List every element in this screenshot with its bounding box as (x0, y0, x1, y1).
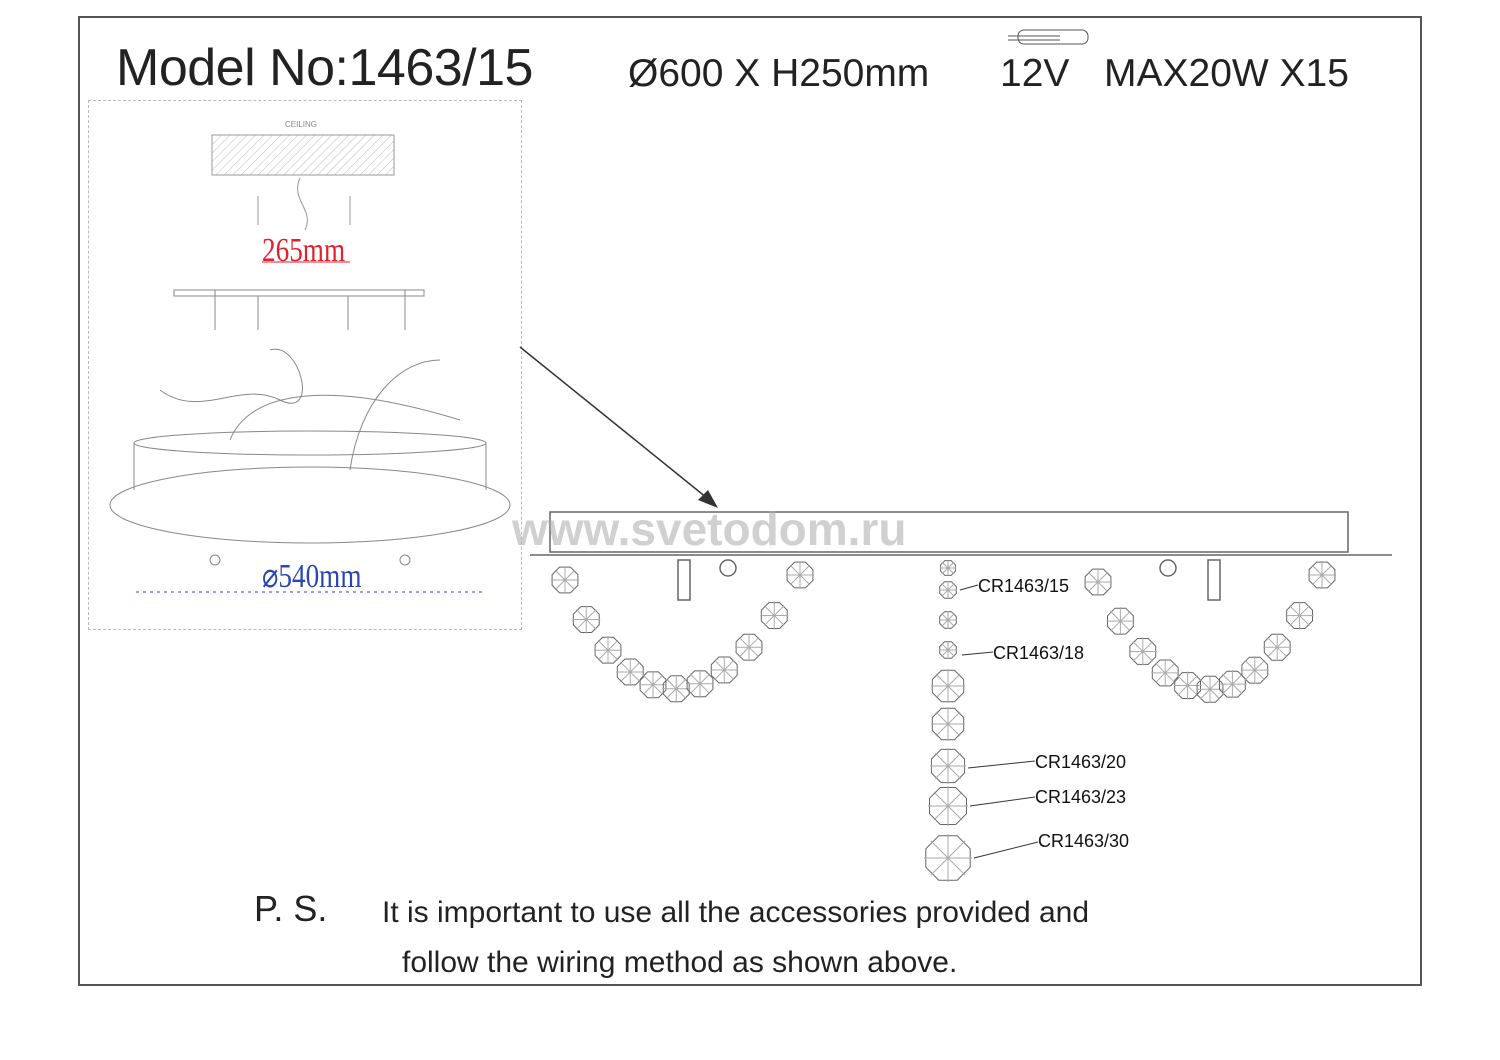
diameter-dimension: ⌀540mm (262, 558, 362, 595)
part-label: CR1463/18 (993, 643, 1085, 663)
crystal-chains (551, 560, 1336, 882)
crystal (639, 671, 667, 699)
crystal (735, 633, 763, 661)
arrow-head (698, 490, 718, 508)
crystal (572, 606, 600, 633)
crystal (1241, 656, 1269, 684)
crystal (1107, 607, 1134, 635)
crystal (551, 566, 579, 594)
part-label: CR1463/20 (1035, 752, 1127, 772)
fixture-illustration (109, 289, 511, 593)
crystal (786, 561, 814, 589)
note-line-1: It is important to use all the accessori… (382, 896, 1090, 929)
voltage: 12V (1000, 52, 1070, 95)
part-label: CR1463/30 (1038, 831, 1130, 851)
power-rating: MAX20W X15 (1104, 52, 1349, 95)
crystal (1196, 675, 1224, 703)
crystal (594, 636, 622, 664)
crystal (1286, 602, 1313, 629)
ceiling-illustration (211, 134, 395, 263)
crystal (939, 581, 957, 599)
note-line-2: follow the wiring method as shown above. (402, 946, 958, 979)
crystal (686, 670, 714, 698)
crystal (939, 641, 957, 659)
pointer-arrow (519, 346, 713, 503)
leader-lines (959, 584, 1039, 859)
crystal (1263, 633, 1291, 661)
crystal (939, 611, 957, 629)
crystal (1084, 568, 1112, 596)
installation-inset (88, 100, 522, 630)
crystal (616, 658, 644, 686)
crystal (760, 602, 788, 629)
watermark: www.svetodom.ru (512, 503, 907, 555)
document-frame (78, 16, 1422, 986)
note-prefix: P. S. (254, 888, 328, 929)
model-number: Model No:1463/15 (116, 39, 533, 97)
dimensions: Ø600 X H250mm (628, 52, 930, 95)
part-label: CR1463/15 (978, 576, 1070, 596)
canopy-side-view (530, 511, 1392, 601)
crystal (1151, 659, 1179, 687)
crystal (930, 748, 966, 784)
part-label: CR1463/23 (1035, 787, 1127, 807)
height-dimension: 265mm (262, 232, 346, 269)
crystal (925, 835, 971, 881)
crystal (940, 560, 956, 576)
crystal (931, 669, 965, 703)
crystal (1129, 638, 1157, 665)
crystal (931, 707, 965, 741)
bulb-icon (1008, 29, 1089, 45)
ceiling-label: CEILING (285, 120, 318, 129)
crystal (929, 787, 967, 825)
crystal (710, 656, 738, 684)
crystal (1308, 561, 1336, 589)
crystal (1174, 672, 1201, 699)
